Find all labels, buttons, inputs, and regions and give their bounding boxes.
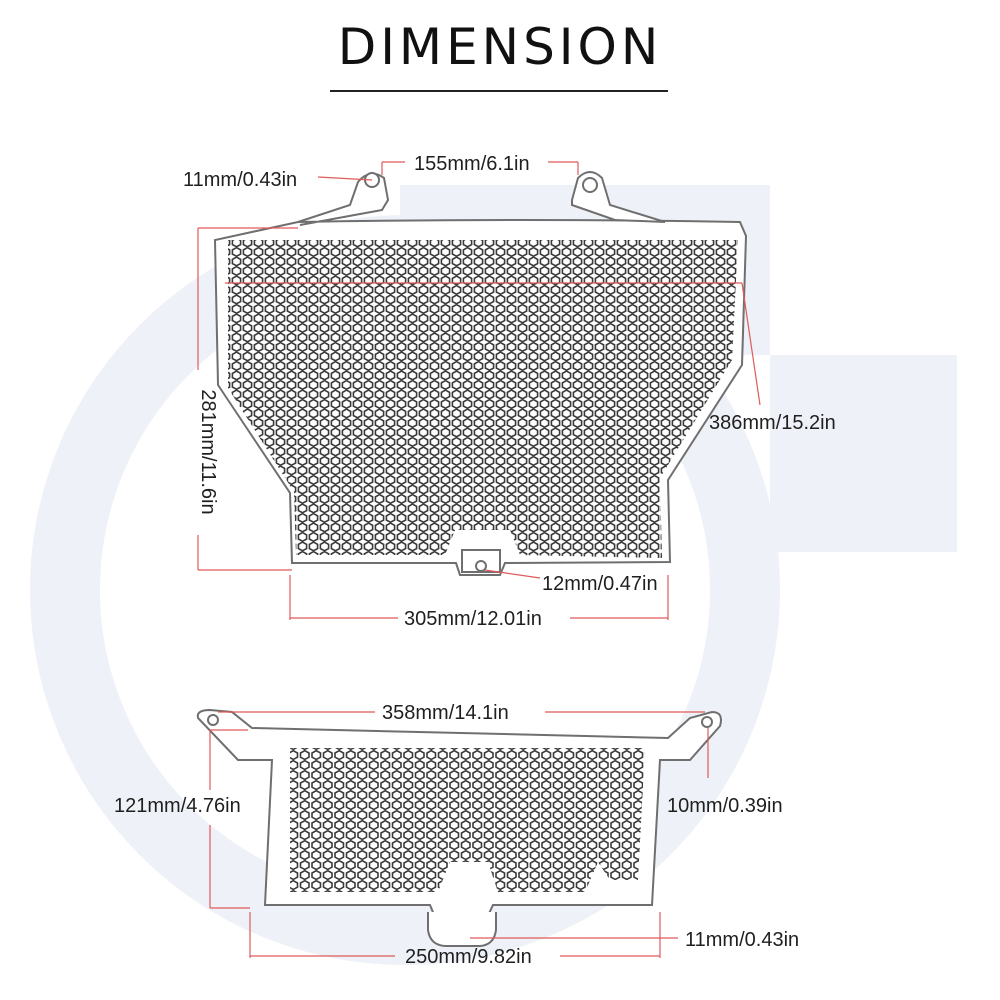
bottom-radiator-guard	[196, 708, 722, 947]
top-guard-dimension-lines	[197, 161, 761, 620]
top-height-label: 281mm/11.6in	[197, 389, 219, 514]
top-bolt-hole-label: 11mm/0.43in	[183, 169, 297, 191]
bottom-bottom-width-label: 250mm/9.82in	[405, 946, 532, 968]
bottom-height-label: 121mm/4.76in	[114, 795, 241, 817]
page-title: DIMENSION	[337, 18, 663, 76]
bottom-side-hole-label: 10mm/0.39in	[667, 795, 783, 817]
top-bottom-hole-label: 12mm/0.47in	[542, 573, 658, 595]
top-bottom-width-label: 305mm/12.01in	[404, 608, 542, 630]
bottom-top-width-label: 358mm/14.1in	[382, 702, 509, 724]
top-mount-spacing-label: 155mm/6.1in	[414, 153, 530, 175]
bottom-guard-dimension-lines	[209, 711, 709, 958]
top-width-label: 386mm/15.2in	[709, 412, 836, 434]
title-underline	[330, 90, 668, 92]
top-radiator-guard	[213, 171, 748, 576]
bottom-bottom-hole-label: 11mm/0.43in	[685, 929, 799, 951]
top-guard-mesh	[228, 240, 738, 558]
